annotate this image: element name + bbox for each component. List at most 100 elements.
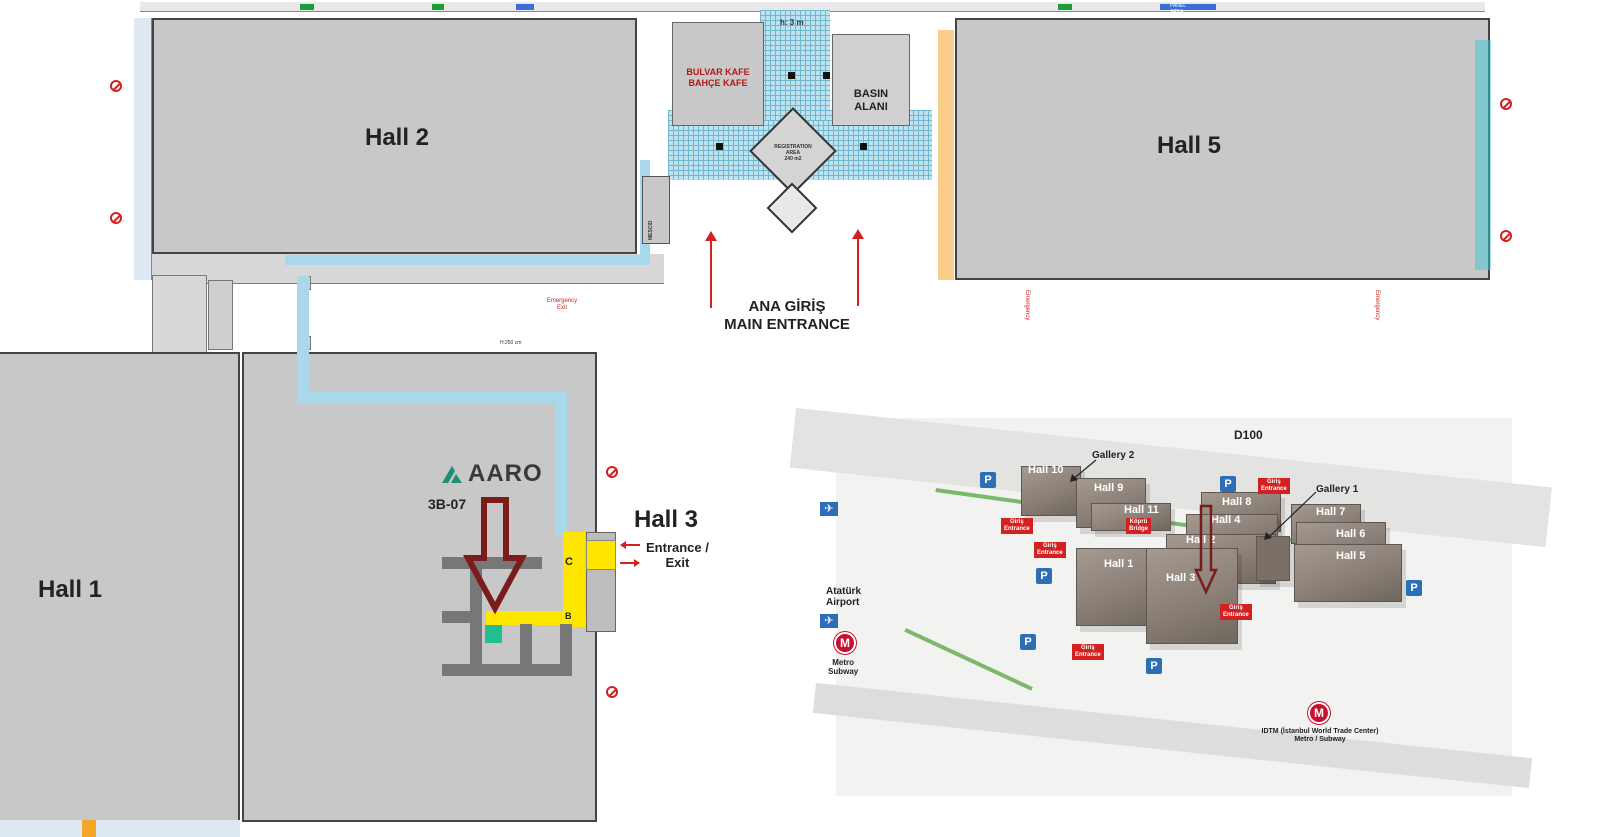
no-smoking-icon [1500,230,1512,242]
pillar [788,72,795,79]
mescid-block [642,176,670,244]
blue-path [297,276,309,392]
hall-5 [955,18,1490,280]
down-arrow-marker-icon [462,497,528,615]
press-block [832,34,910,126]
aaro-brand-text: AARO [468,460,543,487]
green-edge [904,628,1033,691]
campus-hall-5-label: Hall 5 [1336,550,1366,562]
booth-col [470,569,482,674]
pillar [716,143,723,150]
building-hall-5 [1294,544,1402,602]
gallery-2-pointer [1070,459,1097,482]
airplane-icon: ✈ [820,502,838,516]
no-smoking-icon [606,686,618,698]
metro-icon: M [1308,702,1330,724]
strip-mark [516,4,534,10]
booth-aaro-highlight [485,625,502,643]
no-smoking-icon [110,212,122,224]
campus-hall-10-label: Hall 10 [1028,464,1064,476]
strip-mark [1058,4,1072,10]
airplane-icon: ✈ [820,614,838,628]
hall-1-label: Hall 1 [38,576,103,603]
door-letter-c: C [565,556,573,568]
metro-right-label: IDTM (İstanbul World Trade Center)Metro … [1261,728,1379,743]
bottom-strip [0,820,240,837]
pillar [823,72,830,79]
campus-hall-9-label: Hall 9 [1094,482,1124,494]
building-hall-10 [1021,466,1081,516]
booth-row [442,664,572,676]
pillar [860,143,867,150]
campus-hall-8-label: Hall 8 [1222,496,1252,508]
campus-hall-7-label: Hall 7 [1316,506,1346,518]
hall-3-entrance-door [586,540,616,570]
hall-1 [0,352,240,822]
hall-3-label: Hall 3 [634,506,699,533]
door-letter-b: B [565,611,572,621]
hall-5-right-strip [1475,40,1491,270]
parking-icon: P [980,472,996,488]
parking-icon: P [1406,580,1422,596]
booth-col [520,624,532,674]
main-entrance-arrow [852,229,864,306]
no-smoking-icon [606,466,618,478]
strip-mark [432,4,444,10]
link-corridor [208,280,233,350]
down-arrow-marker-icon [1194,504,1218,596]
blue-path [285,255,650,265]
yellow-route [486,611,586,625]
gallery-1-pointer [1264,491,1317,540]
parking-icon: P [1220,476,1236,492]
strip-mark [300,4,314,10]
yellow-route [563,532,585,627]
booth-code: 3B-07 [428,496,467,512]
hall-2 [152,18,637,254]
campus-hall-1-label: Hall 1 [1104,558,1134,570]
blue-path [297,391,567,403]
emergency-exit-label: Emergency [1024,289,1030,321]
strip-mark [1160,4,1216,10]
campus-hall-3-label: Hall 3 [1166,572,1196,584]
blue-path [555,391,567,536]
hall-2-label: Hall 2 [365,124,430,151]
emergency-exit-label: Emergency [1374,289,1380,321]
parking-icon: P [1036,568,1052,584]
hall-3-entrance-label: Entrance /Exit [646,540,709,570]
building-hall-3 [1146,548,1238,644]
hall-3 [242,352,597,822]
entry-diamond [766,182,818,234]
parking-icon: P [1020,634,1036,650]
lower-road [812,683,1533,789]
no-smoking-icon [110,80,122,92]
hub-tile-floor [760,10,830,120]
building-gallery-1 [1256,536,1290,581]
wall-strip [134,18,152,280]
entrance-arrow-icon [620,541,640,567]
parking-icon: P [1146,658,1162,674]
main-entrance-arrow [705,231,717,308]
cafe-block [672,22,764,126]
link-corridor [152,275,207,355]
width-note: H:250 cm [500,340,522,346]
campus-map: D100 Hall 10 Hall 9 Hall 11 Hall 8 Hall … [789,408,1552,796]
aaro-logo: AARO [440,460,543,488]
hub-height-note: h: 3 m [780,18,804,27]
campus-hall-11-label: Hall 11 [1124,504,1159,516]
mescid-label: MESCID [648,220,654,240]
booth-col [560,624,572,674]
gallery-2-label: Gallery 2 [1092,450,1135,461]
